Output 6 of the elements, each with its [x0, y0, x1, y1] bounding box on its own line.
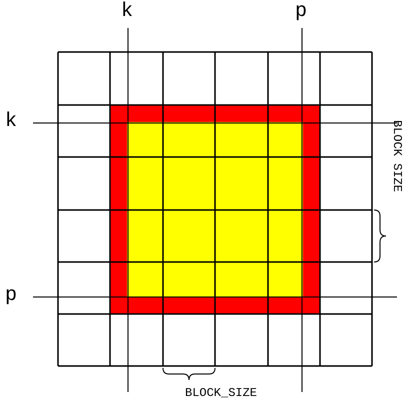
index-label: p	[5, 286, 18, 306]
index-label: k	[121, 2, 134, 22]
dimension-label: BLOCK SIZE	[391, 120, 403, 192]
dimension-label: BLOCK_SIZE	[185, 387, 258, 399]
index-label: p	[295, 2, 308, 22]
index-label: k	[5, 112, 18, 132]
